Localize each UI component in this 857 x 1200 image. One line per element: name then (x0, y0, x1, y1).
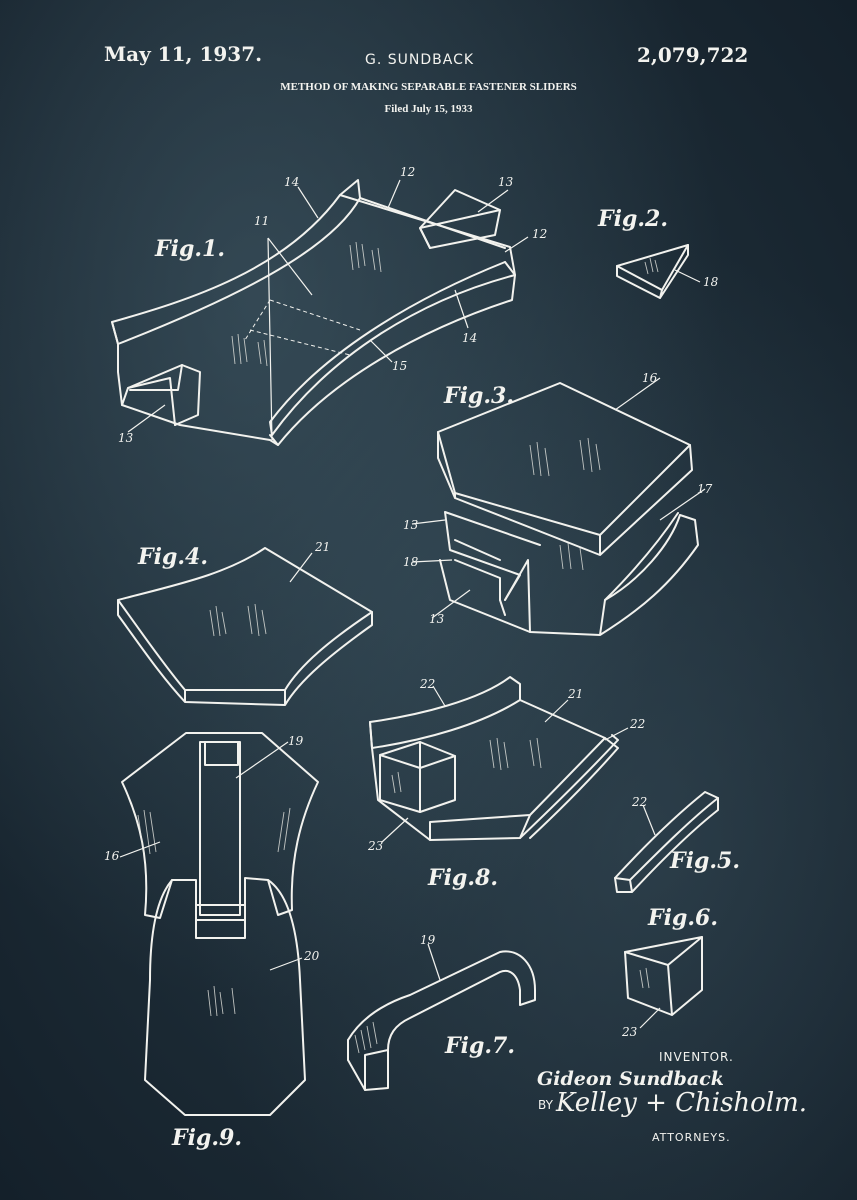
fig8-ref: 21 (567, 687, 583, 701)
fig3-ref: 17 (697, 482, 713, 496)
figure-5: Fig.5. 22 (614, 791, 740, 893)
fig2-ref: 18 (703, 275, 719, 289)
fig8-ref: 23 (367, 839, 384, 853)
fig7-label: Fig.7. (444, 1033, 515, 1059)
fig4-label: Fig.4. (137, 544, 208, 570)
fig3-label: Fig.3. (443, 383, 514, 409)
figure-2: Fig.2. 18 (597, 206, 719, 299)
figure-6: Fig.6. 23 (621, 905, 718, 1039)
fig1-label: Fig.1. (154, 236, 225, 262)
fig9-label: Fig.9. (171, 1125, 242, 1151)
filed-date: Filed July 15, 1933 (384, 103, 473, 115)
fig3-ref: 13 (403, 518, 419, 532)
inventor-header: G. SUNDBACK (365, 52, 475, 68)
patent-number: 2,079,722 (637, 43, 749, 67)
fig3-ref: 16 (642, 371, 658, 385)
fig4-ref: 21 (314, 540, 330, 554)
fig1-ref: 12 (400, 165, 415, 179)
fig7-ref: 19 (420, 933, 436, 947)
fig1-ref: 14 (284, 175, 299, 189)
patent-date: May 11, 1937. (104, 42, 263, 66)
figure-7: Fig.7. 19 (347, 933, 536, 1091)
attorney-signature: Kelley + Chisholm. (556, 1088, 808, 1118)
fig1-ref: 15 (392, 359, 407, 373)
fig8-ref: 22 (419, 677, 435, 691)
fig3-ref: 13 (429, 612, 445, 626)
fig5-label: Fig.5. (669, 848, 740, 874)
fig9-ref: 20 (303, 949, 320, 963)
figure-1: Fig.1. 14 12 13 11 12 14 15 13 (111, 165, 547, 446)
fig9-ref: 16 (104, 849, 120, 863)
fig1-ref: 13 (498, 175, 514, 189)
figure-4: Fig.4. 21 (117, 540, 373, 706)
attorneys-caption: ATTORNEYS. (652, 1131, 731, 1144)
inventor-caption: INVENTOR. (659, 1050, 734, 1064)
figure-9: Fig.9. 19 16 20 (104, 732, 320, 1151)
figure-8: Fig.8. 22 21 22 23 (367, 676, 645, 891)
by-label: BY (538, 1098, 553, 1112)
fig8-ref: 22 (629, 717, 645, 731)
fig6-ref: 23 (621, 1025, 638, 1039)
fig1-ref: 12 (532, 227, 547, 241)
fig6-label: Fig.6. (647, 905, 718, 931)
inventor-signature: Gideon Sundback (537, 1068, 724, 1090)
fig2-label: Fig.2. (597, 206, 668, 232)
fig3-ref: 18 (403, 555, 419, 569)
patent-title: METHOD OF MAKING SEPARABLE FASTENER SLID… (280, 81, 577, 93)
fig1-ref: 11 (254, 214, 269, 228)
fig5-ref: 22 (631, 795, 647, 809)
fig1-ref: 14 (462, 331, 477, 345)
fig1-ref: 13 (118, 431, 134, 445)
fig9-ref: 19 (288, 734, 304, 748)
fig8-label: Fig.8. (427, 865, 498, 891)
figure-3: Fig.3. 16 17 13 18 13 (403, 371, 713, 636)
